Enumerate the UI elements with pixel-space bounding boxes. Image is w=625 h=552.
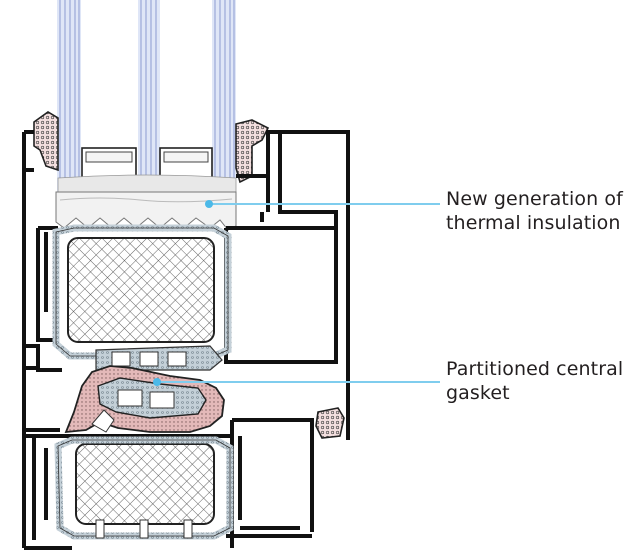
central-gasket <box>64 365 225 434</box>
frame-gasket <box>315 407 345 439</box>
glass-panes <box>57 0 237 193</box>
callout-line: gasket <box>446 382 510 404</box>
leader-line-gasket <box>153 378 440 386</box>
glazing-gaskets <box>33 111 270 184</box>
upper-insulated-chamber <box>52 224 232 360</box>
thermal-insulation <box>55 191 237 231</box>
callout-line: thermal insulation <box>446 212 621 234</box>
middle-thermal-break <box>95 345 223 371</box>
leader-line-insulation <box>205 200 440 208</box>
lower-insulated-chamber <box>54 436 234 540</box>
callout-thermal-insulation: New generation of thermal insulation <box>446 187 623 235</box>
aluminium-frame <box>22 130 350 550</box>
callout-line: Partitioned central <box>446 358 624 380</box>
callout-line: New generation of <box>446 188 623 210</box>
callout-central-gasket: Partitioned central gasket <box>446 357 623 405</box>
